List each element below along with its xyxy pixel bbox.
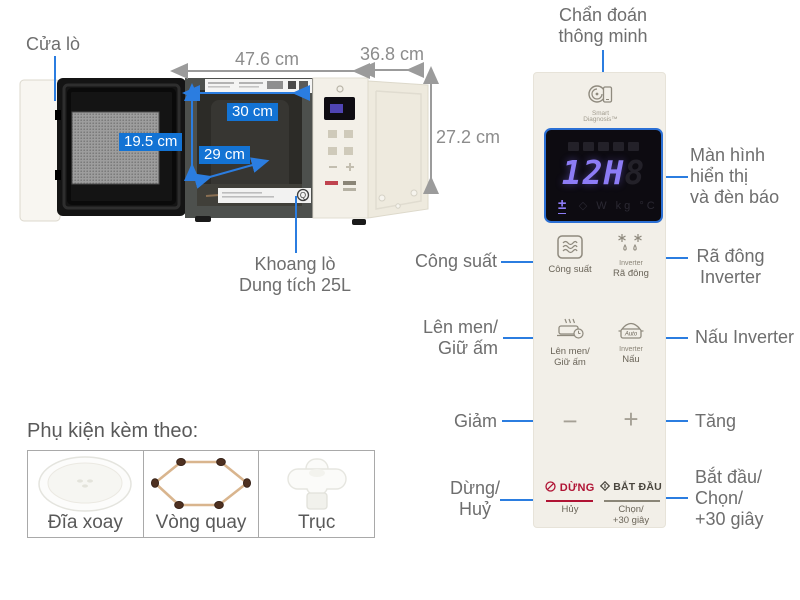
decrease-button: −	[562, 406, 578, 436]
shaft-coupler-icon	[286, 458, 347, 510]
control-panel: Smart Diagnosis™ 12H8 ± ◇ W kg °C Công	[533, 72, 666, 528]
cavity-dimension-arrows	[182, 83, 310, 189]
increase-callout-label: Tăng	[695, 411, 737, 431]
foot	[195, 216, 211, 222]
start-callout-line	[664, 497, 688, 499]
dimension-arrows	[170, 62, 439, 194]
smart-diagnosis-button: Smart Diagnosis™	[534, 83, 667, 126]
cavity-callout-line	[295, 196, 297, 253]
stop-underline	[546, 500, 593, 502]
defrost-icon	[618, 234, 642, 251]
door-callout-line	[54, 56, 56, 101]
start-icon	[600, 480, 611, 492]
accessory-cell-turntable: Đĩa xoay	[28, 451, 144, 537]
start-callout-label: Bắt đầu/ Chọn/ +30 giây	[695, 467, 764, 529]
accessory-cell-shaft: Trục	[259, 451, 374, 537]
outer-depth-dimension: 36.8 cm	[359, 44, 425, 64]
display-callout-label: Màn hình hiển thị và đèn báo	[690, 145, 780, 207]
smart-diagnosis-icon	[587, 85, 612, 103]
cavity-callout-label: Khoang lò Dung tích 25L	[238, 254, 352, 295]
power-icon	[557, 235, 583, 259]
svg-text:Q: Q	[300, 191, 306, 200]
auto-cook-icon: Auto	[618, 322, 644, 339]
stop-icon	[545, 481, 557, 492]
start-underline	[604, 500, 660, 502]
decrease-callout-label: Giảm	[453, 411, 497, 431]
cook-callout-label: Nấu Inverter	[695, 327, 795, 347]
stop-callout-label: Dừng/ Huỷ	[449, 478, 501, 519]
power-callout-label: Công suất	[414, 251, 497, 271]
decrease-callout-line	[502, 420, 558, 422]
cavity-depth-tag: 29 cm	[199, 146, 250, 164]
smart-diagnosis-callout-line	[602, 50, 604, 84]
accessory-label: Vòng quay	[155, 512, 247, 533]
defrost-button: Inverter Rã đông	[598, 233, 664, 279]
stop-button: DỪNG	[537, 481, 603, 494]
cavity-height-tag: 19.5 cm	[119, 133, 183, 151]
power-callout-line	[501, 261, 557, 263]
ferment-button: Lên men/ Giữ ấm	[537, 317, 603, 368]
roller-ring-icon	[151, 458, 252, 510]
display-units: ◇ W kg °C	[578, 200, 658, 212]
power-button: Công suất	[537, 235, 603, 275]
front-control-strip	[312, 77, 369, 219]
display-plus-minus: ±	[558, 196, 567, 214]
svg-text:Auto: Auto	[624, 332, 638, 338]
start-button: BẮT ĐẦU	[598, 480, 664, 493]
start-button-sub: Chọn/ +30 giây	[612, 504, 650, 526]
ferment-callout-line	[503, 337, 561, 339]
accessories-heading: Phụ kiện kèm theo:	[27, 420, 199, 442]
cavity-width-tag: 30 cm	[227, 103, 278, 121]
accessories-table: Đĩa xoay Vòng quay	[27, 450, 375, 538]
accessory-cell-roller-ring: Vòng quay	[144, 451, 260, 537]
ferment-callout-label: Lên men/ Giữ ấm	[422, 317, 498, 358]
outer-height-dimension: 27.2 cm	[436, 127, 501, 147]
door-callout-label: Cửa lò	[26, 34, 81, 54]
foot	[352, 219, 366, 225]
accessory-label: Đĩa xoay	[47, 512, 123, 533]
increase-button: +	[623, 404, 639, 434]
defrost-callout-label: Rã đông Inverter	[696, 246, 765, 287]
outer-width-dimension: 47.6 cm	[234, 49, 300, 69]
display-mode-icons	[546, 142, 661, 151]
panel-display: 12H8 ± ◇ W kg °C	[544, 128, 663, 223]
ferment-keep-warm-icon	[557, 318, 584, 339]
turntable-plate-icon	[38, 456, 133, 512]
stop-callout-line	[500, 499, 536, 501]
accessory-label: Trục	[298, 512, 336, 533]
display-time: 12H8	[561, 153, 646, 192]
smart-diagnosis-callout-label: Chẩn đoán thông minh	[558, 5, 648, 46]
stop-button-sub: Hủy	[561, 504, 579, 515]
cook-button: Auto Inverter Nấu	[598, 319, 664, 365]
side-panel	[367, 80, 429, 219]
display-callout-line	[662, 176, 688, 178]
